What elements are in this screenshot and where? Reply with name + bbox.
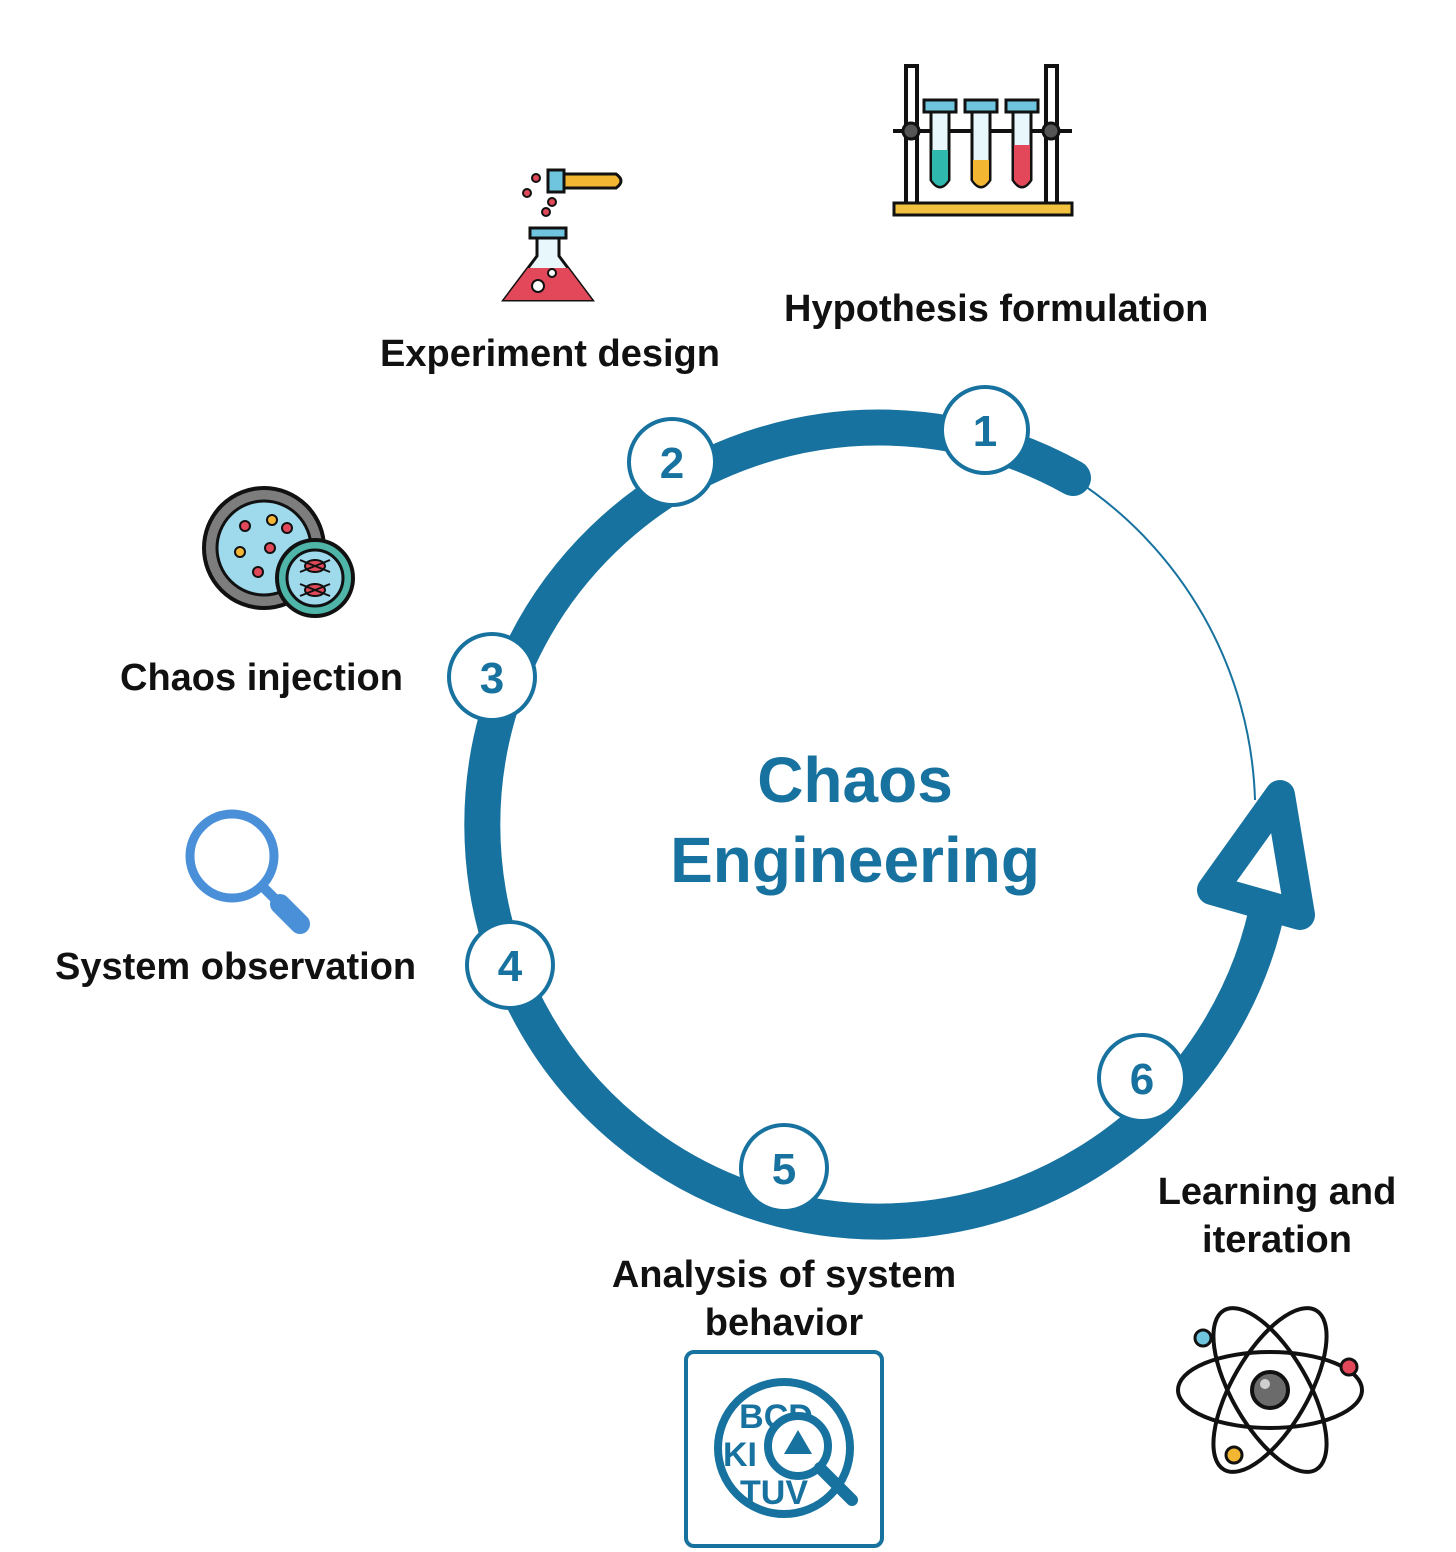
step-number-5: 5 [772,1145,796,1194]
eye-test-icon: BCD KI TUV [684,1350,884,1548]
step-node-2: 2 [627,417,717,507]
atom-icon [1176,1306,1364,1474]
step-node-6: 6 [1097,1033,1187,1123]
diagram-title: Chaos Engineering [600,740,1110,900]
step-label-5: Analysis of system behavior [594,1252,974,1347]
step-number-3: 3 [480,654,504,703]
step-label-3: Chaos injection [120,657,403,699]
step-label-5-line-1: Analysis of system [611,1254,957,1296]
step-node-3: 3 [447,632,537,722]
step-number-4: 4 [498,942,523,991]
step-label-1: Hypothesis formulation [784,288,1209,330]
step-label-4: System observation [55,946,417,988]
cycle-arrowhead [1197,780,1315,930]
step-number-6: 6 [1130,1055,1154,1104]
flask-icon [501,168,623,302]
step-node-5: 5 [739,1123,829,1213]
step-label-2: Experiment design [380,333,720,375]
diagram-title-line-1: Chaos [757,744,953,816]
diagram-title-line-2: Engineering [670,824,1040,896]
cycle-thin-arc [1072,477,1256,801]
eye-test-letters-row-2: KI [723,1436,757,1474]
step-number-2: 2 [660,439,684,488]
step-label-6-line-1: Learning and [1157,1171,1397,1213]
step-label-5-line-2: behavior [704,1301,864,1344]
step-number-1: 1 [973,407,997,456]
step-node-1: 1 [940,385,1030,475]
step-label-6-line-2: iteration [1202,1218,1352,1261]
step-label-6: Learning and iteration [1140,1169,1414,1264]
test-tubes-icon [892,64,1074,217]
magnifier-icon [185,809,310,934]
eye-test-letters-row-3: TUV [740,1474,808,1512]
petri-dish-icon [202,486,355,618]
step-node-4: 4 [465,920,555,1010]
